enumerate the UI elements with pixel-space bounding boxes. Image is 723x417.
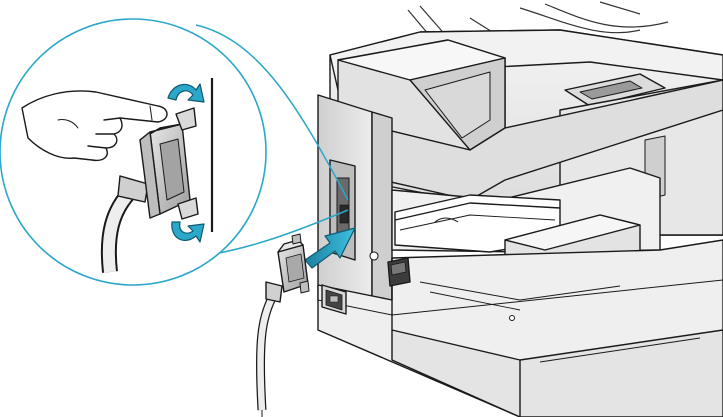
- printer: [317, 1, 723, 417]
- power-socket-icon: [321, 284, 347, 315]
- power-switch-icon: [387, 257, 411, 287]
- insert-arrow-icon: [304, 227, 356, 269]
- parallel-connector-icon: [277, 233, 310, 294]
- detail-connector: [100, 107, 199, 273]
- callout-leader: [195, 24, 349, 201]
- rotate-clip-arrow-icon: [171, 221, 205, 243]
- parallel-cable: [255, 233, 310, 417]
- detail-circle: [0, 18, 267, 286]
- hand-icon: [21, 90, 168, 162]
- rotate-clip-arrow-icon: [167, 83, 205, 103]
- detail-callout: [0, 18, 349, 286]
